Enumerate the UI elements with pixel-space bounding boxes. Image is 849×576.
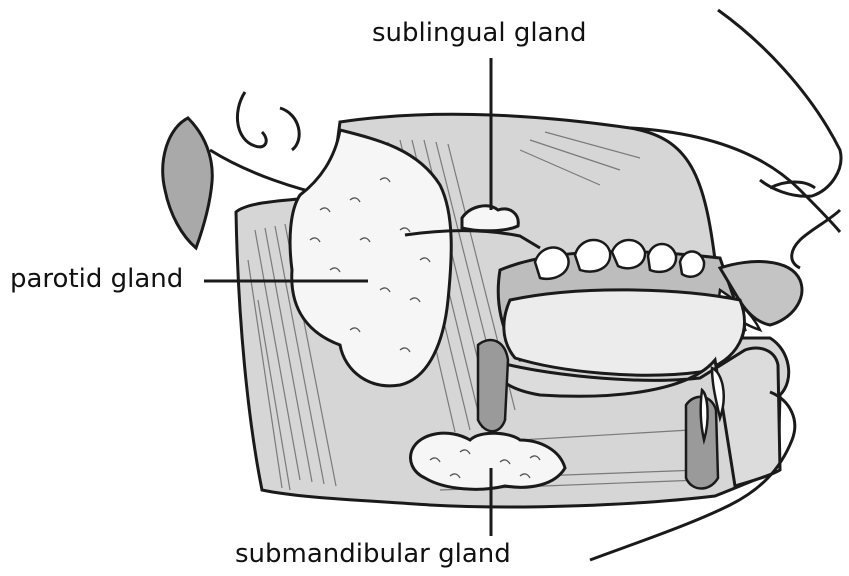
sublingual-gland-label: sublingual gland	[372, 20, 587, 46]
ear-fur-tuft	[163, 118, 213, 248]
submandibular-gland-label: submandibular gland	[235, 541, 511, 567]
nose-outline	[718, 10, 841, 268]
tongue	[504, 290, 745, 375]
parotid-gland-label: parotid gland	[10, 266, 183, 292]
nostril	[770, 182, 815, 188]
eye-brow-curl	[237, 92, 299, 150]
